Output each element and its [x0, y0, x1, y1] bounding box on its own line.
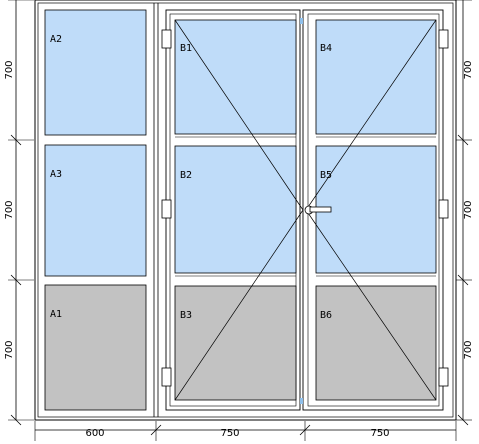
hinge-icon	[161, 199, 172, 219]
dim-right-2: 700	[463, 200, 474, 219]
pane-label-b3: B3	[180, 310, 192, 321]
hinge-icon	[438, 199, 449, 219]
right-dimension-line	[456, 0, 472, 426]
dim-bottom-2: 750	[220, 428, 239, 439]
dim-right-3: 700	[463, 340, 474, 359]
hinge-icon	[161, 29, 172, 49]
pane-label-b5: B5	[320, 170, 332, 181]
pane-label-a3: A3	[50, 169, 62, 180]
left-leaf-opening-line-bottom	[174, 209, 304, 401]
pane-label-a1: A1	[50, 309, 62, 320]
hinge-icons	[161, 29, 449, 387]
pane-label-b2: B2	[180, 170, 192, 181]
dim-left-2: 700	[4, 200, 15, 219]
pane-b4	[315, 19, 437, 135]
dim-bottom-3: 750	[370, 428, 389, 439]
pane-label-a2: A2	[50, 34, 62, 45]
door-handle-icon	[304, 205, 332, 215]
pane-b2	[174, 145, 297, 274]
dim-left-3: 700	[4, 340, 15, 359]
right-leaf-opening-line-top	[305, 19, 437, 211]
pane-label-b1: B1	[180, 43, 192, 54]
pane-b6	[315, 285, 437, 401]
hinge-icon	[438, 29, 449, 49]
pane-a1	[44, 284, 147, 411]
left-leaf-opening-line-top	[174, 19, 304, 211]
hinge-icon	[438, 367, 449, 387]
outer-frame-inner-edge	[37, 2, 454, 418]
pane-label-b6: B6	[320, 310, 332, 321]
pane-b5	[315, 145, 437, 274]
dim-bottom-1: 600	[85, 428, 104, 439]
pane-a3	[44, 144, 147, 277]
pane-b1	[174, 19, 297, 135]
pane-label-b4: B4	[320, 43, 332, 54]
pane-b3	[174, 285, 297, 401]
dim-right-1: 700	[463, 60, 474, 79]
left-dimension-line	[8, 0, 34, 426]
dim-left-1: 700	[4, 60, 15, 79]
hinge-icon	[161, 367, 172, 387]
pane-a2	[44, 9, 147, 136]
bottom-dimension-line	[34, 421, 457, 441]
right-leaf-opening-line-bottom	[305, 209, 437, 401]
